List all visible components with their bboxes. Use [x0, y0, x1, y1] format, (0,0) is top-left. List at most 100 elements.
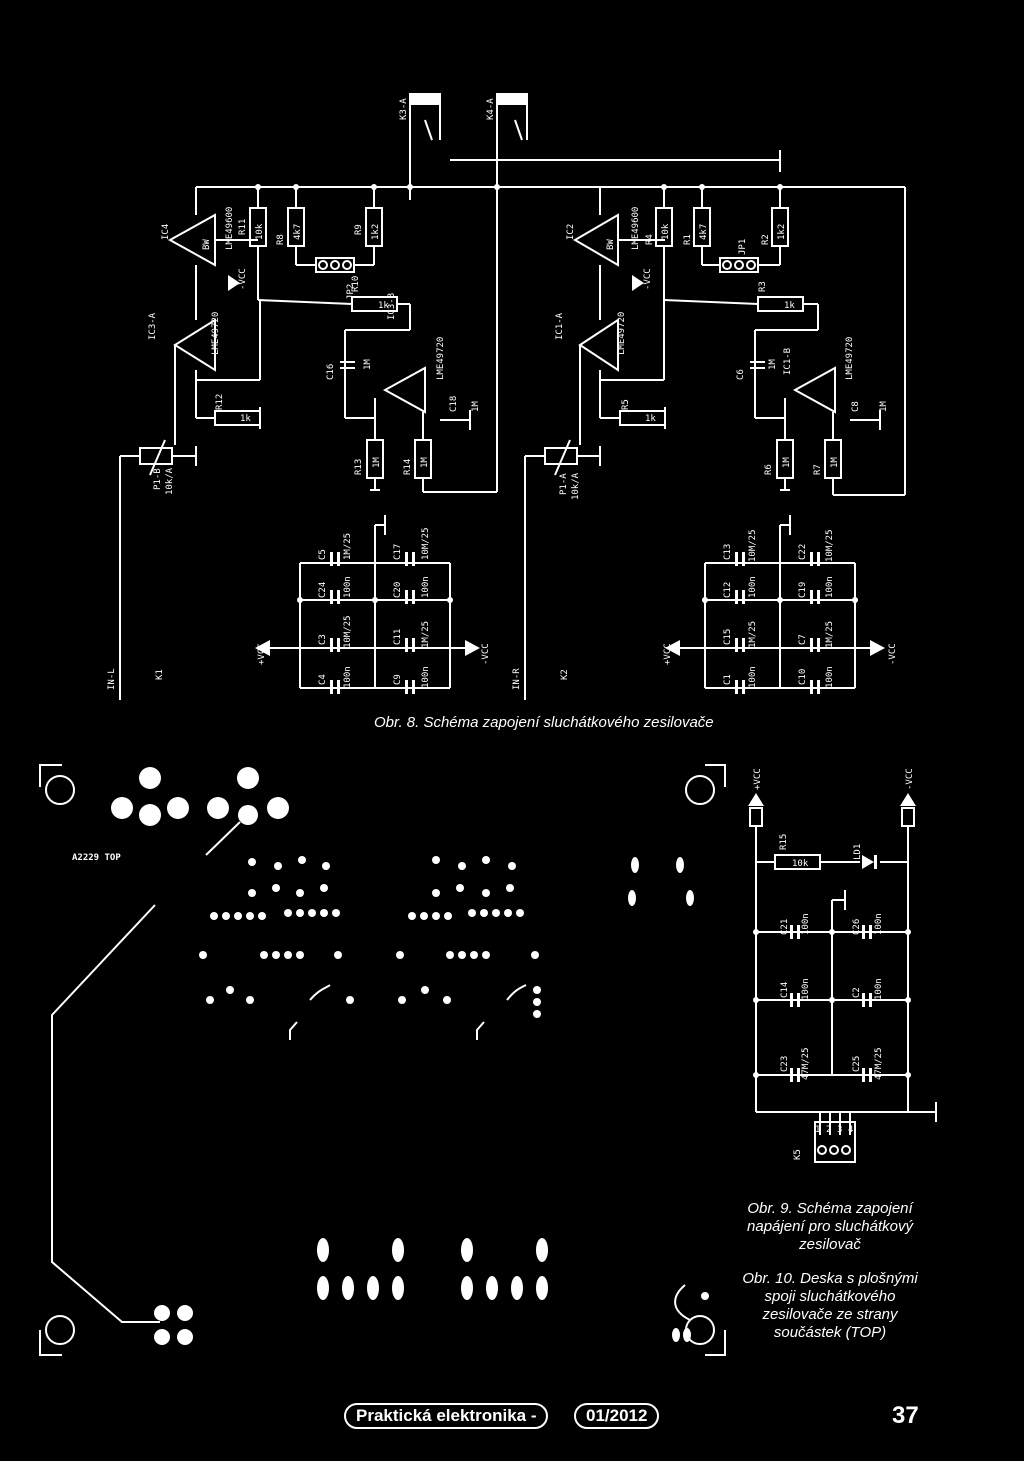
footer-magazine-title: Praktická elektronika - [344, 1403, 549, 1429]
page-number: 37 [892, 1402, 919, 1429]
label-p1a-val: 10k/A [571, 472, 581, 500]
label-c12-val: 100n [748, 576, 758, 598]
label-r13-val: 1M [372, 457, 382, 468]
label-c11: C11 [393, 629, 403, 645]
label-ic3b: IC3-B [387, 293, 397, 320]
label-c20-val: 100n [421, 576, 431, 598]
label-minus-vcc-ic2: -VCC [643, 268, 653, 290]
label-r1: R1 [683, 234, 693, 245]
label-c13: C13 [723, 544, 733, 560]
label-r11: R11 [238, 219, 248, 235]
label-jp2: JP2 [346, 284, 356, 300]
label-k1: K1 [155, 669, 165, 680]
label-r6-val: 1M [782, 457, 792, 468]
label-r14: R14 [403, 459, 413, 475]
label-minus-vcc-left: -VCC [481, 643, 491, 665]
label-r12: R12 [215, 394, 225, 410]
label-c5-val: 1M/25 [343, 533, 353, 560]
label-c16-val: 1M [363, 359, 373, 370]
figure-8-caption: Obr. 8. Schéma zapojení sluchátkového ze… [374, 714, 714, 731]
label-c18-val: 1M [471, 401, 481, 412]
label-k3a: K3-A [399, 98, 409, 120]
label-c5: C5 [318, 549, 328, 560]
label-r8-val: 4k7 [293, 224, 303, 240]
label-r10-val: 1k [378, 301, 389, 311]
footer-issue: 01/2012 [574, 1403, 660, 1429]
label-c4-val: 100n [343, 666, 353, 688]
label-minus-vcc-ic4: -VCC [238, 268, 248, 290]
label-ic1a-type: LME49720 [617, 312, 627, 355]
label-r4: R4 [645, 234, 655, 245]
label-r5-val: 1k [645, 414, 656, 424]
label-r2: R2 [761, 234, 771, 245]
figure-9-caption-line-2: napájení pro sluchátkový [747, 1218, 913, 1235]
label-plus-vcc-right: +VCC [663, 643, 673, 665]
label-c22-val: 10M/25 [825, 529, 835, 562]
label-ic4-type: LME49600 [225, 207, 235, 250]
label-r3: R3 [758, 281, 768, 292]
label-c18: C18 [449, 396, 459, 412]
label-bw: BW [202, 239, 212, 250]
label-c7-val: 1M/25 [825, 621, 835, 648]
label-ic1b: IC1-B [783, 348, 793, 375]
label-c12: C12 [723, 582, 733, 598]
label-c20: C20 [393, 582, 403, 598]
label-c17-val: 10M/25 [421, 527, 431, 560]
label-k2: K2 [560, 669, 570, 680]
label-r4-val: 10k [661, 223, 671, 240]
pcb-board-id: A2229 TOP [72, 853, 121, 863]
label-c15-val: 1M/25 [748, 621, 758, 648]
label-ic3a: IC3-A [148, 312, 158, 340]
label-c10: C10 [798, 669, 808, 685]
label-c10-val: 100n [825, 666, 835, 688]
label-in-l: IN-L [107, 668, 117, 690]
label-in-r: IN-R [512, 668, 522, 690]
label-r2-val: 1k2 [777, 224, 787, 240]
label-c24: C24 [318, 582, 328, 598]
figure-9-caption-line-1: Obr. 9. Schéma zapojení [747, 1200, 913, 1217]
label-c1-val: 100n [748, 666, 758, 688]
label-r6: R6 [764, 464, 774, 475]
label-r11-val: 10k [255, 223, 265, 240]
label-ic3a-type: LME49720 [211, 312, 221, 355]
label-c13-val: 10M/25 [748, 529, 758, 562]
label-r13: R13 [354, 459, 364, 475]
label-r9-val: 1k2 [371, 224, 381, 240]
label-ic4: IC4 [161, 224, 171, 240]
label-jp1: JP1 [738, 239, 748, 255]
label-r9: R9 [354, 224, 364, 235]
label-c9-val: 100n [421, 666, 431, 688]
label-r12-val: 1k [240, 414, 251, 424]
label-c9: C9 [393, 674, 403, 685]
label-c6: C6 [736, 369, 746, 380]
label-c7: C7 [798, 634, 808, 645]
figure-9-caption-line-3: zesilovač [799, 1236, 861, 1253]
label-c8-val: 1M [879, 401, 889, 412]
label-c17: C17 [393, 544, 403, 560]
figure-10-caption-line-3: zesilovače ze strany [762, 1306, 898, 1323]
label-r7-val: 1M [830, 457, 840, 468]
label-p1a: P1-A [559, 473, 569, 495]
figure-10-caption-line-2: spoji sluchátkového [764, 1288, 896, 1305]
label-r7: R7 [813, 464, 823, 475]
label-ic2: IC2 [566, 224, 576, 240]
label-c4: C4 [318, 674, 328, 685]
label-c19: C19 [798, 582, 808, 598]
figure-10-caption-line-4: součástek (TOP) [773, 1324, 887, 1341]
label-k4a: K4-A [486, 98, 496, 120]
label-ic2-type: LME49600 [631, 207, 641, 250]
label-p1b: P1-B [153, 468, 163, 490]
figure-10-caption: Obr. 10. Deska s plošnými spoji sluchátk… [730, 1270, 930, 1342]
label-c6-val: 1M [768, 359, 778, 370]
label-c11-val: 1M/25 [421, 621, 431, 648]
label-c3: C3 [318, 634, 328, 645]
label-r5: R5 [621, 399, 631, 410]
label-r3-val: 1k [784, 301, 795, 311]
label-c22: C22 [798, 544, 808, 560]
label-minus-vcc-right: -VCC [888, 643, 898, 665]
label-c8: C8 [851, 401, 861, 412]
figure-9-caption: Obr. 9. Schéma zapojení napájení pro slu… [730, 1200, 930, 1254]
label-ic1b-type: LME49720 [845, 337, 855, 380]
figure-10-caption-line-1: Obr. 10. Deska s plošnými [742, 1270, 918, 1287]
